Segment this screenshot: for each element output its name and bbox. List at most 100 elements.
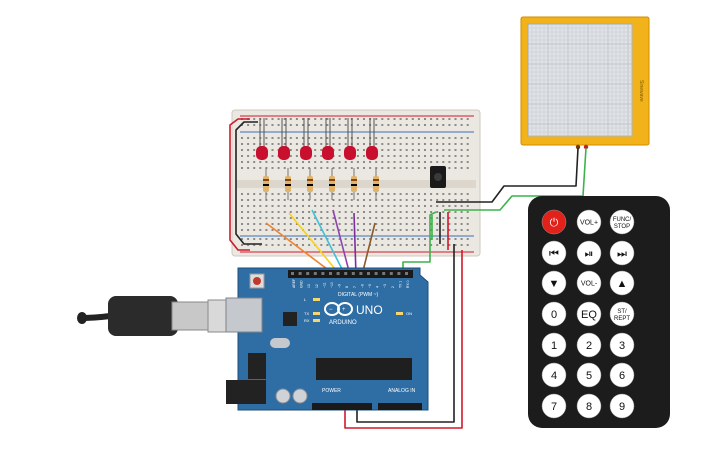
remote-button[interactable]: 2 [576, 332, 602, 358]
remote-button[interactable]: 1 [541, 332, 567, 358]
breadboard-hole [399, 155, 402, 157]
remote-button[interactable]: 7 [541, 393, 567, 419]
breadboard-hole [381, 149, 384, 151]
remote-button[interactable]: ⏻ [541, 209, 567, 235]
remote-button[interactable]: ⏮ [541, 240, 567, 266]
breadboard-hole [381, 161, 384, 163]
wires [229, 118, 587, 429]
remote-button-face[interactable] [541, 240, 567, 266]
remote-button-face[interactable] [541, 209, 567, 235]
breadboard-hole [381, 124, 384, 126]
breadboard-hole [253, 223, 256, 225]
lcd-pin-left [575, 144, 581, 150]
breadboard-hole [405, 124, 408, 126]
breadboard-hole [271, 137, 274, 139]
remote-button[interactable]: VOL+ [576, 209, 602, 235]
breadboard-hole [405, 229, 408, 231]
breadboard-hole [356, 217, 359, 219]
breadboard-hole [302, 118, 304, 120]
remote-button-face[interactable] [541, 332, 567, 358]
breadboard-hole [259, 161, 262, 163]
breadboard-hole [411, 238, 414, 240]
remote-button[interactable]: 0 [541, 301, 567, 327]
remote-button-face[interactable] [576, 209, 602, 235]
analog-label: ANALOG IN [388, 388, 416, 394]
breadboard-hole [344, 238, 347, 240]
remote-button[interactable]: ⏯ [576, 240, 602, 266]
remote-button-face[interactable] [576, 240, 602, 266]
breadboard-hole [241, 238, 243, 240]
remote-button-face[interactable] [609, 209, 635, 235]
remote-button[interactable]: VOL- [576, 270, 602, 296]
remote-button-face[interactable] [541, 301, 567, 327]
remote-button[interactable]: 5 [576, 362, 602, 388]
remote-button-face[interactable] [576, 393, 602, 419]
breadboard-hole [460, 118, 463, 120]
breadboard-hole [308, 124, 311, 126]
remote-button[interactable]: ⏭ [609, 240, 635, 266]
remote-button[interactable]: ▲ [609, 270, 635, 296]
remote-button[interactable]: ▼ [541, 270, 567, 296]
breadboard-hole [253, 124, 256, 126]
breadboard-hole [283, 217, 286, 219]
remote-button-face[interactable] [609, 270, 635, 296]
remote-button[interactable]: 8 [576, 393, 602, 419]
breadboard-hole [363, 199, 365, 201]
breadboard-hole [344, 161, 347, 163]
breadboard-hole [332, 118, 335, 120]
remote-button[interactable]: 4 [541, 362, 567, 388]
breadboard-hole [326, 124, 329, 126]
remote-button[interactable]: 3 [609, 332, 635, 358]
breadboard-hole [295, 238, 298, 240]
remote-button[interactable]: EQ [576, 301, 602, 327]
remote-button[interactable]: FUNC/STOP [609, 209, 635, 235]
remote-button-face[interactable] [541, 270, 567, 296]
remote-button-face[interactable] [609, 240, 635, 266]
remote-button[interactable]: 6 [609, 362, 635, 388]
remote-button[interactable]: ST/REPT [609, 301, 635, 327]
remote-button-face[interactable] [609, 393, 635, 419]
remote-button[interactable]: 9 [609, 393, 635, 419]
remote-button-face[interactable] [609, 332, 635, 358]
breadboard-hole [265, 211, 268, 213]
breadboard-hole [436, 124, 439, 126]
breadboard-hole [356, 193, 359, 195]
breadboard-hole [259, 223, 262, 225]
breadboard-hole [381, 244, 384, 246]
breadboard-hole [393, 238, 396, 240]
breadboard-hole [436, 205, 439, 207]
breadboard-hole [277, 205, 280, 207]
breadboard-hole [448, 149, 451, 151]
breadboard-hole [320, 217, 323, 219]
breadboard-hole [247, 217, 250, 219]
breadboard-hole [387, 161, 390, 163]
remote-button-face[interactable] [576, 332, 602, 358]
breadboard-hole [393, 244, 396, 246]
breadboard-hole [430, 205, 433, 207]
remote-button-face[interactable] [609, 301, 635, 327]
digital-pin [291, 272, 294, 275]
digital-pin-label: TX 1 [398, 281, 402, 288]
remote-button-face[interactable] [576, 301, 602, 327]
remote-button-face[interactable] [541, 362, 567, 388]
remote-button-face[interactable] [541, 393, 567, 419]
breadboard-hole [241, 155, 243, 157]
breadboard-hole [363, 137, 365, 139]
digital-pin [313, 272, 317, 275]
breadboard-hole [314, 155, 317, 157]
remote-button-face[interactable] [609, 362, 635, 388]
breadboard-hole [454, 229, 457, 231]
remote-button-label: 2 [586, 340, 592, 352]
digital-label: DIGITAL (PWM ~) [338, 292, 378, 298]
digital-pin [329, 272, 332, 275]
wire-green-lcd [444, 147, 587, 211]
remote-button-face[interactable] [576, 362, 602, 388]
breadboard-hole [417, 223, 420, 225]
breadboard-hole [442, 143, 445, 145]
remote-button-label: 7 [551, 401, 557, 413]
breadboard-hole [381, 193, 384, 195]
remote-button-face[interactable] [576, 270, 602, 296]
resistor-band [351, 179, 357, 181]
tx-label: TX [304, 311, 309, 316]
